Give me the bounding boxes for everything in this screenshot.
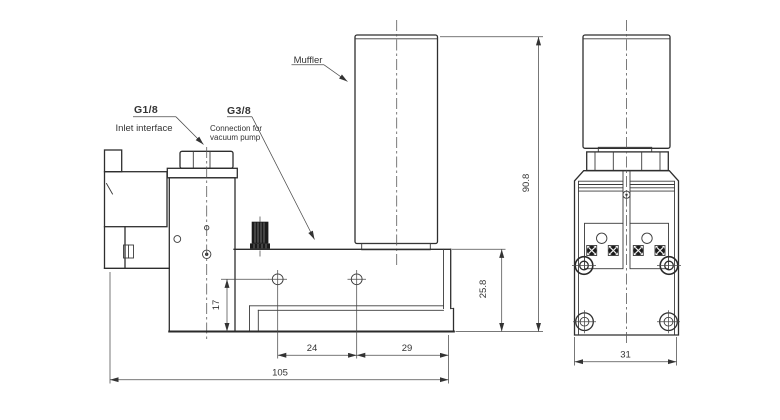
body-fins (578, 180, 675, 192)
muffler-label: Muffler (294, 55, 323, 66)
dim-25-8-text: 25.8 (478, 280, 489, 299)
dim-29-text: 29 (402, 343, 413, 354)
vacuum-port-callout: G3/8 Connection for vacuum pump (210, 105, 315, 240)
inlet-desc-label: Inlet interface (115, 123, 172, 134)
dim-31-text: 31 (620, 350, 631, 361)
inlet-callout: G1/8 Inlet interface (115, 104, 204, 145)
muffler-callout: Muffler (291, 55, 348, 82)
side-view: 31 (572, 20, 681, 366)
dim-overall-width: 31 (574, 337, 677, 366)
adjustment-knob (250, 216, 270, 257)
phillips-screws (586, 245, 666, 256)
dim-17-text: 17 (211, 300, 222, 311)
dim-105-text: 105 (272, 368, 288, 379)
dim-overall-height: 90.8 (440, 36, 543, 332)
bottom-screws (573, 310, 680, 334)
dim-bottom-group: 24 29 105 (109, 272, 449, 384)
main-block (168, 248, 455, 333)
socket-screws-mid (572, 255, 681, 276)
pump-body-side (572, 20, 681, 345)
muffler-front (354, 20, 439, 268)
dim-24-text: 24 (307, 343, 318, 354)
dim-90-8-text: 90.8 (521, 174, 532, 193)
muffler-nut (586, 151, 669, 172)
dim-hole-center-height: 17 (211, 278, 269, 332)
inlet-port-label: G1/8 (134, 104, 158, 116)
dim-block-height: 25.8 (452, 248, 543, 332)
front-view: Muffler G1/8 Inlet interface G3/8 Connec… (103, 20, 543, 384)
vacuum-desc-line1: Connection for (210, 124, 262, 133)
vacuum-port-label: G3/8 (227, 105, 251, 117)
vacuum-desc-line2: vacuum pump (210, 133, 261, 142)
mounting-bracket (103, 149, 170, 269)
